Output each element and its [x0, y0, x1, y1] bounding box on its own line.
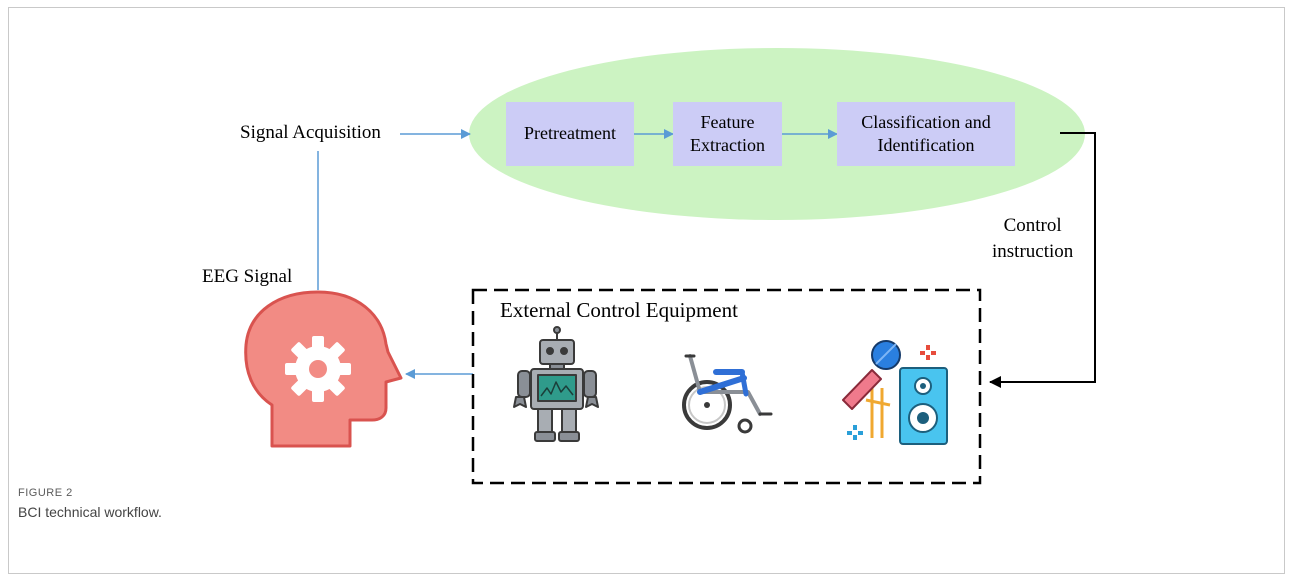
equipment-box: [471, 288, 982, 485]
microphone-speaker-icon: [842, 340, 948, 445]
equipment-title: External Control Equipment: [500, 298, 738, 322]
control-instruction-connector: [989, 132, 1096, 388]
head-gear-icon: [244, 290, 403, 448]
control-instruction-label: Control instruction: [992, 215, 1074, 262]
figure-caption: BCI technical workflow.: [18, 504, 162, 520]
wheelchair-icon: [682, 354, 773, 434]
robot-icon: [513, 326, 599, 442]
stage-pretreatment: Pretreatment: [506, 102, 634, 166]
figure-label: FIGURE 2: [18, 487, 73, 499]
eeg-signal-label: EEG Signal: [202, 266, 293, 287]
signal-acquisition-label: Signal Acquisition: [240, 122, 381, 143]
stage-feature-extraction: Feature Extraction: [673, 102, 782, 166]
stage-classification-identification: Classification and Identification: [837, 102, 1015, 166]
